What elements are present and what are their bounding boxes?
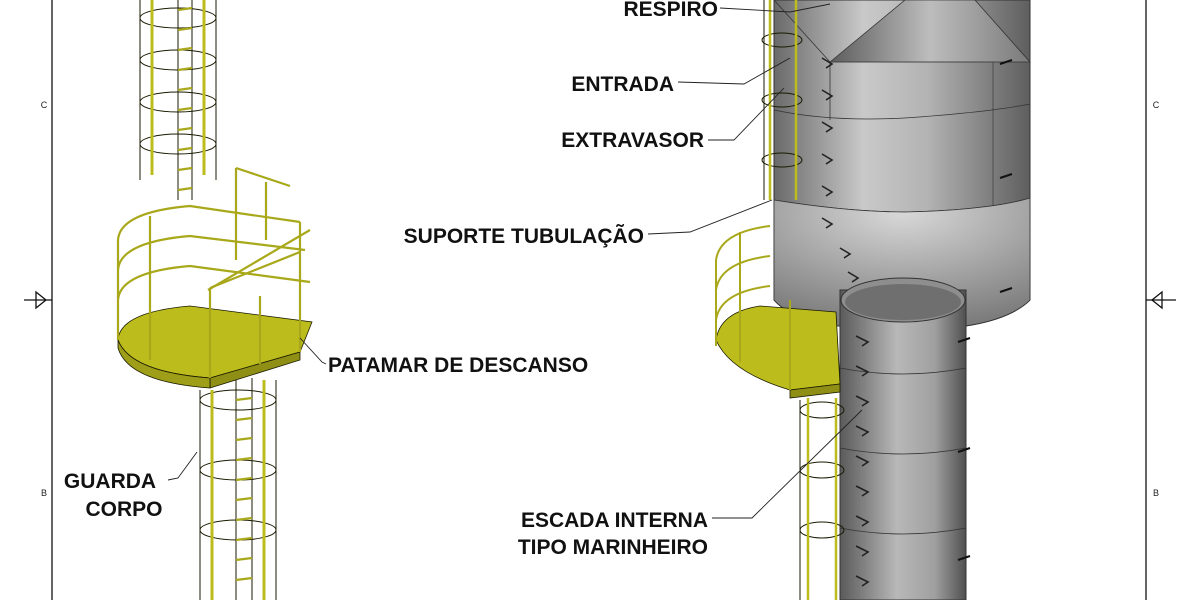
callout-entrada: ENTRADA [571, 57, 791, 96]
callout-escada-interna-line1: ESCADA INTERNA [521, 509, 708, 532]
cage-ladder-detail [116, 0, 313, 600]
callout-guarda-corpo: GUARDA CORPO [64, 451, 198, 521]
water-tower [715, 0, 1031, 600]
callout-respiro-label: RESPIRO [623, 0, 718, 21]
callout-guarda-corpo-line2: CORPO [85, 498, 162, 521]
drawing-frame [24, 0, 1176, 600]
callout-guarda-corpo-line1: GUARDA [64, 470, 156, 493]
callout-patamar-de-descanso: PATAMAR DE DESCANSO [328, 354, 588, 377]
ladder-rungs-upper [177, 6, 193, 192]
ladder-cage-lower [199, 378, 277, 600]
guard-rail [116, 166, 311, 378]
ladder-rungs-lower [235, 396, 253, 582]
callout-patamar: PATAMAR DE DESCANSO [299, 337, 588, 377]
tower-landing-platform [715, 225, 841, 399]
zone-label-left-b: B [41, 488, 47, 498]
callout-escada-interna-line2: TIPO MARINHEIRO [518, 536, 708, 559]
callout-suporte-tubulacao-label: SUPORTE TUBULAÇÃO [404, 225, 644, 248]
zone-label-right-b: B [1153, 488, 1159, 498]
zone-label-left-c: C [41, 100, 48, 110]
zone-label-right-c: C [1153, 100, 1160, 110]
callout-extravasor-label: EXTRAVASOR [561, 129, 704, 152]
landing-platform [117, 305, 313, 389]
callout-escada-interna: ESCADA INTERNA TIPO MARINHEIRO [518, 409, 863, 559]
callout-suporte-tubulacao: SUPORTE TUBULAÇÃO [404, 199, 773, 248]
callout-extravasor: EXTRAVASOR [561, 87, 785, 152]
callout-respiro: RESPIRO [623, 0, 831, 21]
callout-entrada-label: ENTRADA [571, 73, 674, 96]
